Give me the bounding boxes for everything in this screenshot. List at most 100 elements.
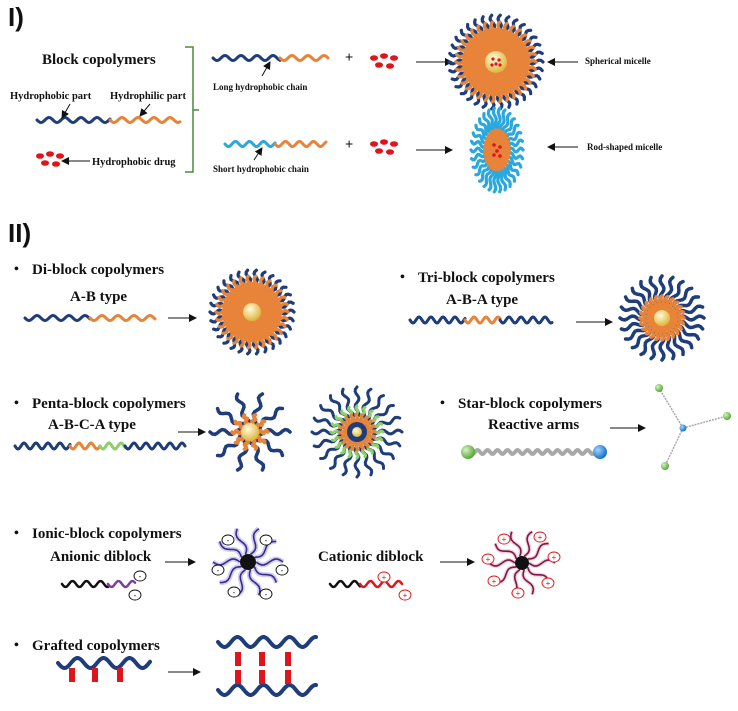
svg-text:+: + bbox=[538, 533, 543, 542]
hydrophobic-drug-symbol bbox=[370, 53, 398, 69]
hydrophobic-part-label: Hydrophobic part bbox=[10, 91, 92, 102]
anionic-chain-a bbox=[60, 579, 110, 589]
reactive-arm bbox=[461, 445, 607, 459]
triblock-title: Tri-block copolymers bbox=[418, 270, 555, 286]
svg-text:-: - bbox=[134, 591, 137, 600]
hydrophilic-chain bbox=[278, 53, 330, 63]
svg-text:-: - bbox=[233, 588, 236, 597]
hydrophobic-drug-label: Hydrophobic drug bbox=[92, 157, 176, 168]
pointer-arrow bbox=[261, 61, 271, 77]
graft-segment bbox=[285, 670, 291, 684]
rod-micelle-label: Rod-shaped micelle bbox=[587, 142, 663, 152]
svg-text:-: - bbox=[217, 566, 220, 575]
ionic-title: Ionic-block copolymers bbox=[32, 526, 182, 542]
section-2-label: II) bbox=[8, 218, 32, 248]
rod-shaped-micelle bbox=[469, 106, 525, 194]
block-copolymers-title: Block copolymers bbox=[42, 52, 156, 68]
pentablock-title: Penta-block copolymers bbox=[32, 396, 186, 412]
pointer-arrow bbox=[139, 103, 151, 117]
block-a-chain bbox=[498, 315, 554, 325]
bullet: • bbox=[400, 270, 405, 285]
block-b-chain bbox=[68, 441, 102, 451]
cationic-charge: + bbox=[377, 571, 391, 583]
anionic-charge: - bbox=[128, 589, 142, 601]
pentablock-type: A-B-C-A type bbox=[48, 417, 136, 433]
short-chain-label: Short hydrophobic chain bbox=[213, 164, 309, 174]
pointer-arrow bbox=[61, 103, 71, 119]
svg-text:+: + bbox=[546, 579, 551, 588]
graft-segment bbox=[92, 668, 98, 682]
anionic-charge: - bbox=[259, 534, 273, 546]
grafted-title: Grafted copolymers bbox=[32, 638, 160, 654]
block-a-chain bbox=[408, 315, 467, 325]
block-a-chain bbox=[123, 441, 187, 451]
cationic-chain-b bbox=[358, 579, 404, 589]
svg-text:+: + bbox=[382, 573, 387, 582]
cationic-charge: + bbox=[547, 551, 561, 563]
star-polymer bbox=[655, 384, 731, 470]
spherical-micelle-label: Spherical micelle bbox=[585, 56, 651, 66]
anionic-charge: - bbox=[275, 564, 289, 576]
grafted-chain bbox=[56, 635, 318, 697]
anionic-charge: - bbox=[259, 588, 273, 600]
cationic-charge: + bbox=[398, 589, 412, 601]
hydrophilic-chain bbox=[273, 140, 328, 148]
bullet: • bbox=[440, 396, 445, 411]
bullet: • bbox=[14, 526, 19, 541]
hydrophilic-chain bbox=[108, 115, 182, 125]
bullet: • bbox=[14, 262, 19, 277]
cationic-charge: + bbox=[541, 577, 555, 589]
plus-sign-1: + bbox=[345, 50, 354, 66]
anionic-charge: - bbox=[227, 586, 241, 598]
svg-text:+: + bbox=[552, 553, 557, 562]
graft-segment bbox=[235, 670, 241, 684]
svg-text:-: - bbox=[227, 536, 230, 545]
anionic-label: Anionic diblock bbox=[50, 549, 152, 565]
anionic-micelle bbox=[211, 526, 285, 598]
backbone-chain bbox=[216, 683, 318, 697]
block-b-chain bbox=[88, 313, 157, 323]
hydrophobic-chain bbox=[35, 115, 112, 125]
graft-segment bbox=[259, 670, 265, 684]
block-a-chain bbox=[23, 313, 92, 323]
graft-segment bbox=[117, 668, 123, 682]
svg-text:+: + bbox=[502, 535, 507, 544]
spherical-micelle bbox=[447, 13, 545, 111]
hydrophilic-part-label: Hydrophilic part bbox=[110, 91, 186, 102]
graft-segment bbox=[235, 652, 241, 666]
backbone-chain bbox=[216, 635, 318, 649]
svg-text:-: - bbox=[281, 566, 284, 575]
section-1-label: I) bbox=[8, 2, 24, 32]
anionic-charge: - bbox=[133, 570, 147, 582]
cationic-charge: + bbox=[497, 533, 511, 545]
graft-segment bbox=[259, 652, 265, 666]
svg-text:+: + bbox=[486, 555, 491, 564]
long-chain-label: Long hydrophobic chain bbox=[213, 82, 308, 92]
anionic-charge: - bbox=[221, 534, 235, 546]
starblock-title: Star-block copolymers bbox=[458, 396, 603, 412]
hydrophobic-drug-symbol bbox=[36, 151, 64, 167]
svg-text:+: + bbox=[492, 577, 497, 586]
block-b-chain bbox=[463, 315, 502, 325]
svg-text:+: + bbox=[403, 591, 408, 600]
svg-text:-: - bbox=[265, 536, 268, 545]
svg-text:+: + bbox=[516, 589, 521, 598]
cationic-charge: + bbox=[511, 587, 525, 599]
anionic-chain-b bbox=[106, 579, 137, 589]
plus-sign-2: + bbox=[345, 137, 354, 153]
svg-text:-: - bbox=[139, 572, 142, 581]
hydrophobic-drug-symbol bbox=[370, 139, 398, 155]
cationic-chain-a bbox=[328, 579, 362, 589]
bullet: • bbox=[14, 396, 19, 411]
block-c-chain bbox=[98, 441, 127, 451]
grouping-bracket bbox=[185, 46, 199, 173]
block-a-chain bbox=[13, 441, 72, 451]
backbone-chain bbox=[56, 656, 152, 670]
graft-segment bbox=[69, 668, 75, 682]
svg-text:-: - bbox=[265, 590, 268, 599]
pentablock-micelle bbox=[208, 392, 292, 472]
starblock-type: Reactive arms bbox=[488, 417, 580, 433]
short-hydrophobic-chain bbox=[223, 140, 277, 148]
